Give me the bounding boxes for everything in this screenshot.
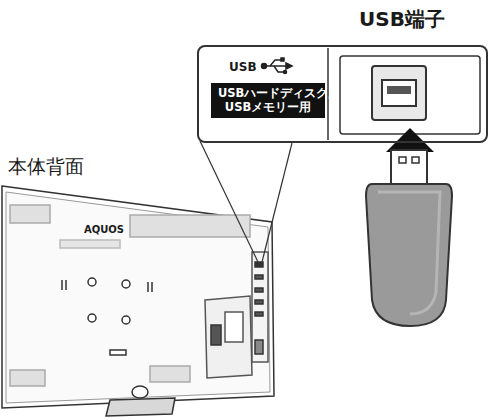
port-label: USB: [229, 60, 257, 74]
insert-arrow: [386, 128, 434, 152]
port-title: USB端子: [359, 6, 445, 33]
callout-lines: [200, 141, 292, 262]
tv-body: 本体背面 AQUOS: [0, 150, 280, 418]
usage-plate: USBハードディスク/ USBメモリー用: [211, 83, 325, 118]
view-title: 本体背面: [8, 154, 84, 180]
brand-logo: AQUOS: [84, 224, 124, 235]
usb-symbol: [262, 58, 293, 74]
tv-back: [2, 186, 274, 416]
usb-stick: [366, 150, 452, 326]
usage-label: USBハードディスク/ USBメモリー用: [218, 86, 318, 115]
inset-box: USB端子USBUSBハードディスク/ USBメモリー用: [197, 45, 488, 143]
usb-port: [328, 48, 480, 140]
